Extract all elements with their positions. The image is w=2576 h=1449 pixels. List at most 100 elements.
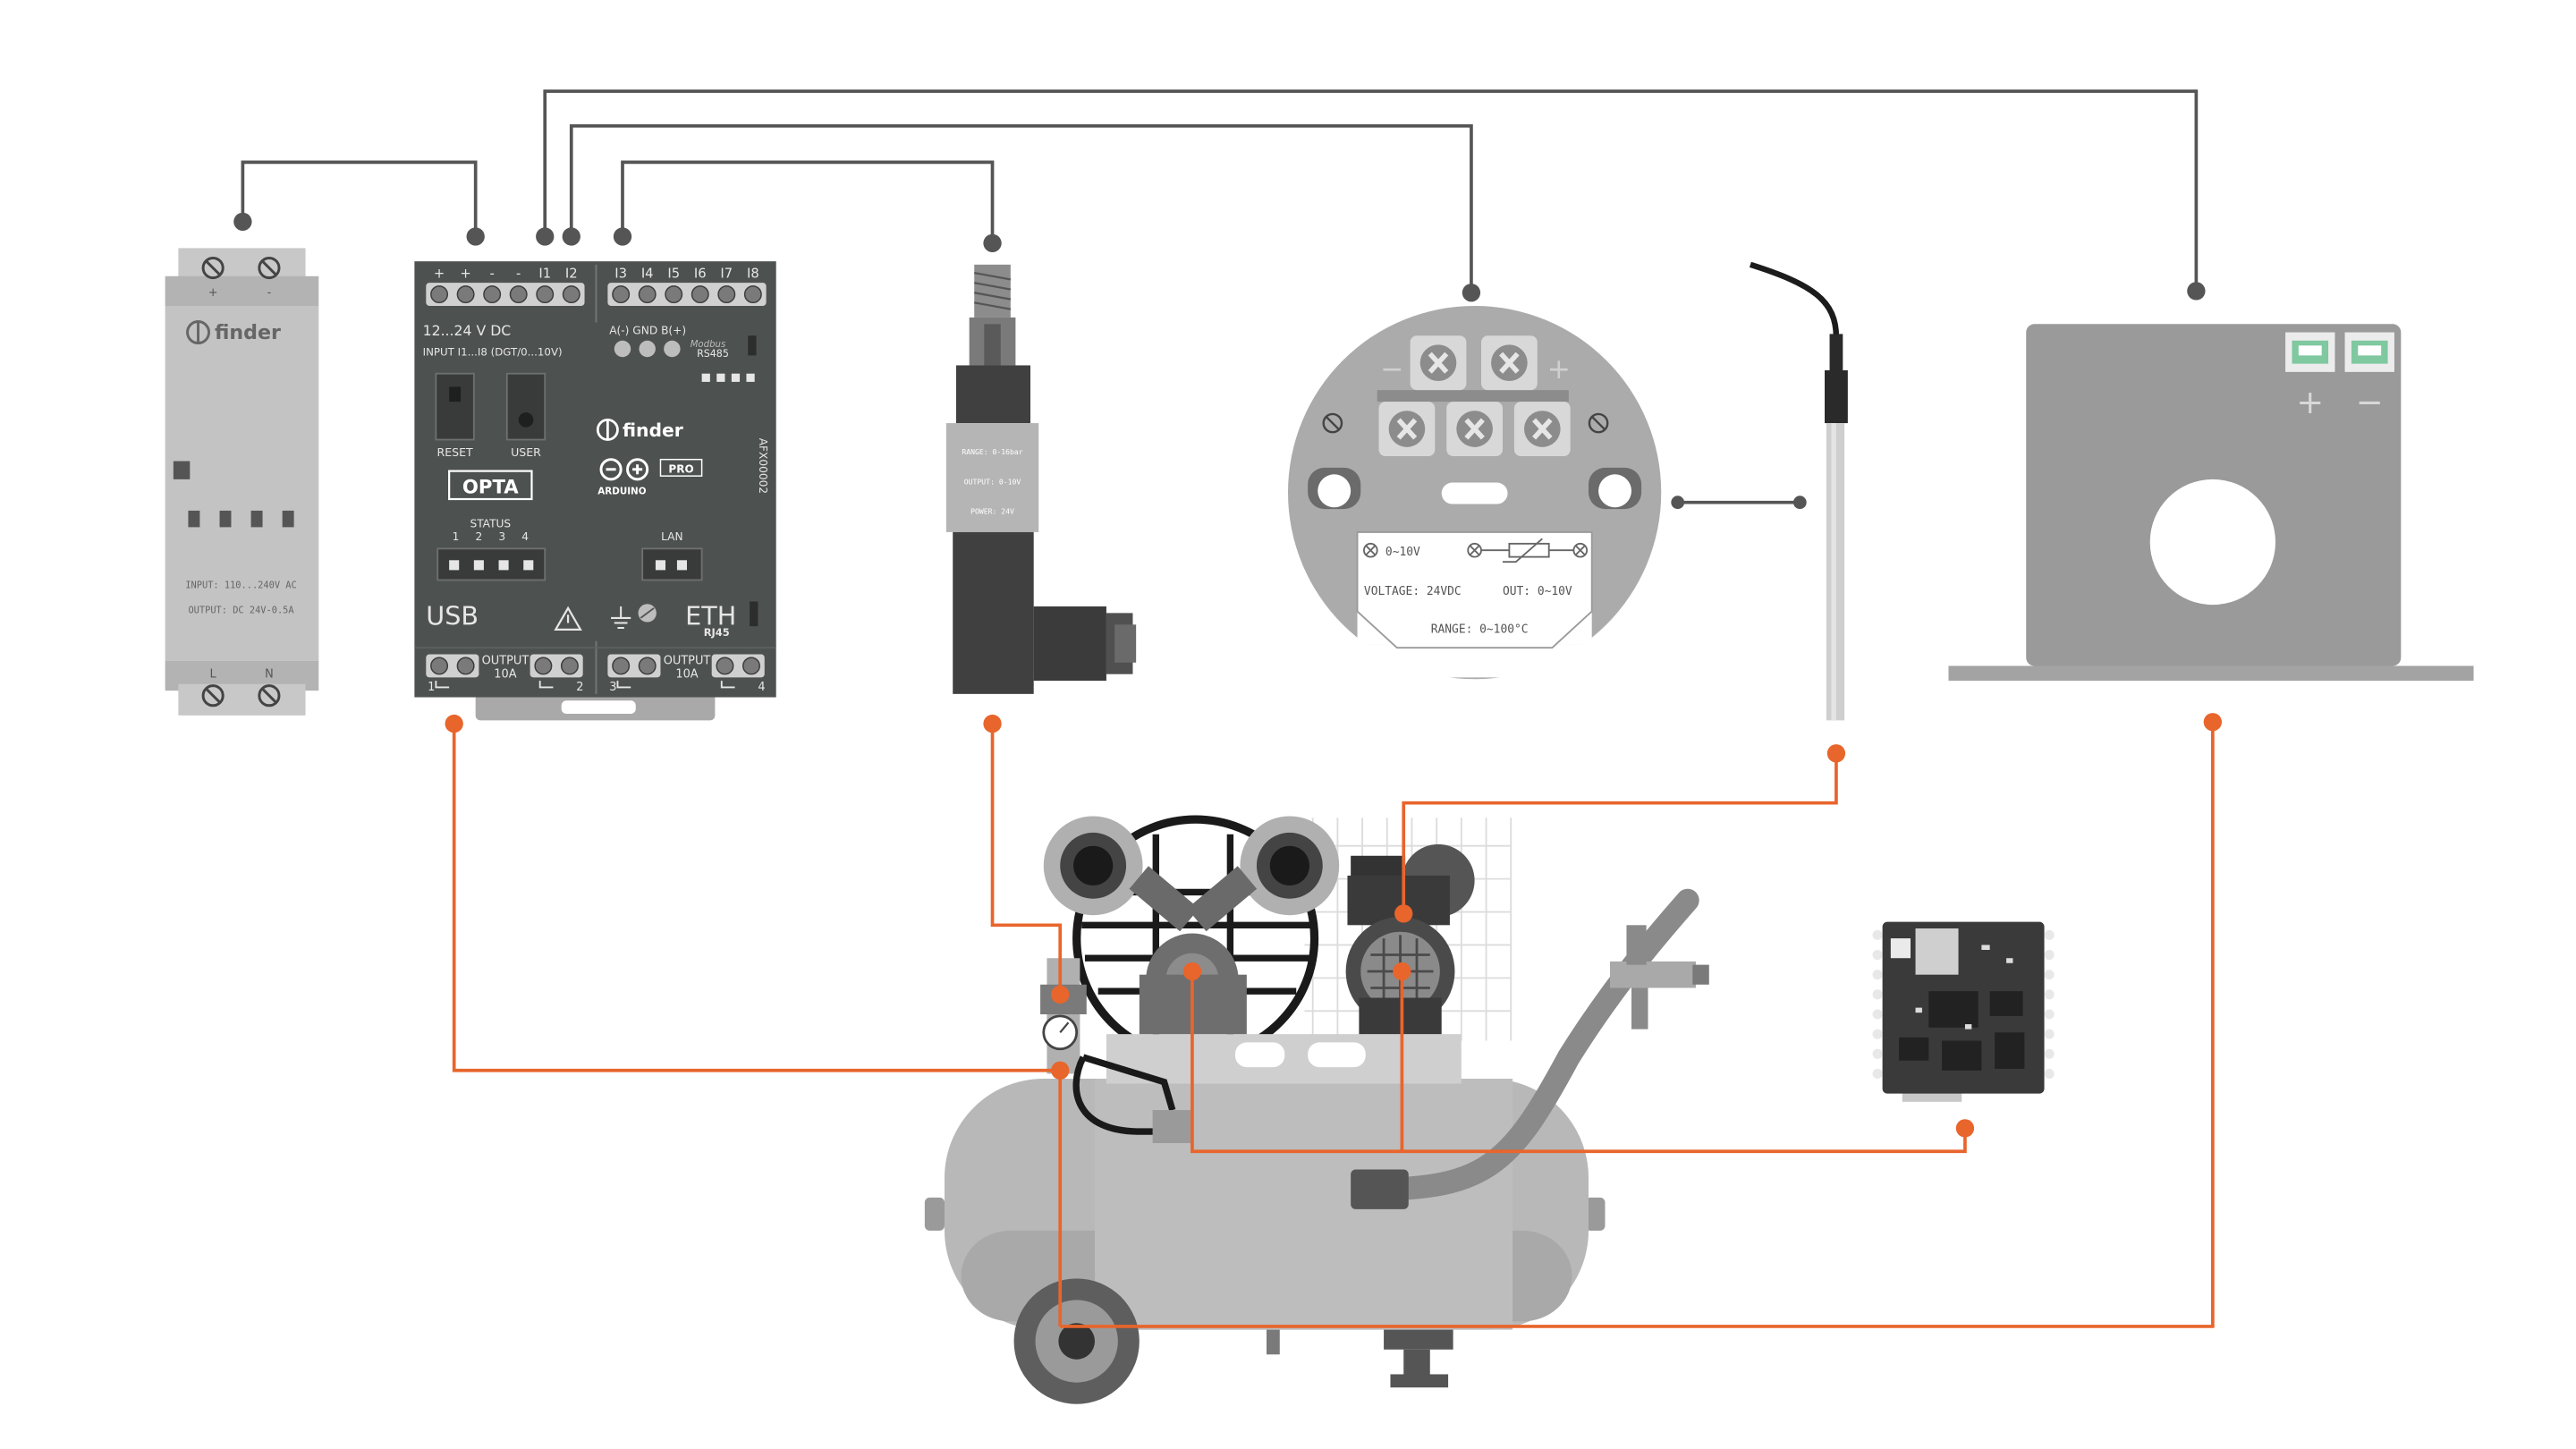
ground-icon <box>611 606 631 630</box>
current-sensor-minus: − <box>2356 383 2384 421</box>
output-label: OUTPUT <box>664 655 711 668</box>
term-label: + <box>460 267 470 282</box>
mount-screw-icon <box>1322 412 1609 434</box>
wire-opta-i2-to-temp-transmitter <box>569 123 1473 292</box>
term-label: I5 <box>667 267 680 282</box>
wire-probe-to-motor <box>1402 753 1838 914</box>
opta-brand: finder <box>623 419 683 441</box>
sensor-board <box>1872 921 2055 1102</box>
psu-n-label: N <box>265 667 274 681</box>
terminal-screw-icon <box>430 285 762 304</box>
user-label: USER <box>511 445 541 459</box>
opta-rs485-label: RS485 <box>697 348 729 360</box>
wire-current-sensor-to-tank <box>1060 722 2215 1328</box>
pressure-sensor: RANGE: 0-16bar OUTPUT: 0-10V POWER: 24V <box>945 264 1137 694</box>
finder-logo-icon <box>186 320 211 345</box>
psu-minus-label: - <box>267 286 272 300</box>
rj45-label: RJ45 <box>704 626 730 639</box>
wire-pump-to-board <box>1191 971 1402 1154</box>
sensor-range-label: RANGE: 0-16bar <box>962 447 1022 456</box>
output-number: 1 <box>428 681 435 694</box>
term-label: I1 <box>538 267 551 282</box>
temperature-transmitter: − + 0~10V VOLTAGE: 24VDC OUT: 0~10V RA <box>1288 306 1662 680</box>
power-supply: + - finder INPUT: 110...240V AC OUTPUT: … <box>165 248 319 716</box>
status-led-number: 3 <box>498 530 505 543</box>
term-label: I7 <box>720 267 733 282</box>
psu-brand: finder <box>215 321 281 344</box>
opta-supply-label: 12...24 V DC <box>423 322 512 339</box>
psu-input-spec: INPUT: 110...240V AC <box>185 580 296 591</box>
reset-label: RESET <box>437 445 474 459</box>
transmitter-label-plate: 0~10V VOLTAGE: 24VDC OUT: 0~10V RANGE: 0… <box>1356 531 1593 649</box>
terminal-screw-icon <box>1378 335 1571 456</box>
opta-model: OPTA <box>462 477 519 499</box>
wire-opta-i1-to-current-sensor <box>543 89 2199 292</box>
transmitter-signal-label: 0~10V <box>1385 546 1420 559</box>
sensor-output-label: OUTPUT: 0-10V <box>964 477 1021 486</box>
wire-psu-to-opta-power <box>241 160 478 237</box>
status-led-number: 1 <box>453 530 460 543</box>
signal-wires <box>241 89 2199 504</box>
arduino-label: ARDUINO <box>597 486 646 496</box>
opta-input-label: INPUT I1...I8 (DGT/0...10V) <box>423 345 563 358</box>
wire-motor-to-board <box>1400 971 1967 1154</box>
motor-icon <box>1345 843 1475 1035</box>
output-label: OUTPUT <box>482 655 530 668</box>
wire-opta-to-valve <box>452 724 1061 1072</box>
term-label: + <box>434 267 445 282</box>
sensor-power-label: POWER: 24V <box>970 507 1014 516</box>
screw-icon <box>201 256 281 708</box>
opta-modbus-label: Modbus <box>691 340 726 350</box>
status-led-number: 2 <box>476 530 483 543</box>
thermistor-symbol-icon <box>1481 538 1574 564</box>
transmitter-range-label: RANGE: 0~100°C <box>1431 623 1529 637</box>
status-led-number: 4 <box>521 530 529 543</box>
term-label: I2 <box>565 267 578 282</box>
term-label: I4 <box>641 267 654 282</box>
status-label: STATUS <box>470 517 511 530</box>
opta-plc: + + - - I1 I2 I3 I4 I5 I6 I7 I8 12...24 … <box>414 261 776 721</box>
term-label: I8 <box>747 267 759 282</box>
transmitter-voltage-label: VOLTAGE: 24VDC <box>1364 585 1462 598</box>
cylinder-head-icon <box>1043 816 1340 1035</box>
process-wires <box>452 722 2215 1328</box>
term-label: - <box>516 267 521 282</box>
warning-icon <box>554 606 582 631</box>
opta-part-number: AFX00002 <box>757 438 769 494</box>
usb-label: USB <box>426 600 479 631</box>
psu-plus-label: + <box>208 286 218 300</box>
term-label: I3 <box>614 267 627 282</box>
eth-label: ETH <box>685 600 736 631</box>
terminal-screw-icon <box>430 657 760 675</box>
finder-logo-icon <box>596 419 619 441</box>
term-label: I6 <box>694 267 707 282</box>
lan-label: LAN <box>661 530 683 543</box>
transmitter-out-label: OUT: 0~10V <box>1503 585 1572 598</box>
current-sensor: + − <box>1948 324 2474 682</box>
psu-output-spec: OUTPUT: DC 24V-0.5A <box>188 605 294 615</box>
pro-badge: PRO <box>668 462 693 475</box>
transmitter-plus: + <box>1547 353 1571 386</box>
output-number: 3 <box>609 681 616 694</box>
psu-l-label: L <box>210 667 217 681</box>
user-button[interactable] <box>505 372 547 441</box>
output-rating: 10A <box>494 667 516 681</box>
transmitter-minus: − <box>1380 353 1403 386</box>
process-wire-dots <box>445 713 2222 1138</box>
wire-pressure-sensor-to-tank <box>990 724 1063 995</box>
output-rating: 10A <box>675 667 698 681</box>
opta-rs485-pins: A(-) GND B(+) <box>609 324 686 336</box>
term-label: - <box>489 267 494 282</box>
current-sensor-plus: + <box>2296 383 2324 421</box>
reset-button[interactable] <box>435 372 475 441</box>
air-compressor <box>924 815 1709 1404</box>
temperature-probe <box>1749 261 1848 721</box>
output-number: 4 <box>758 681 765 694</box>
wire-opta-i3-to-pressure-sensor <box>621 160 995 243</box>
lan-leds <box>641 547 703 581</box>
arduino-logo-icon <box>599 458 649 481</box>
output-number: 2 <box>576 681 583 694</box>
castellated-pad-icon <box>1872 929 2055 1079</box>
signal-wire-dots <box>233 212 2206 510</box>
